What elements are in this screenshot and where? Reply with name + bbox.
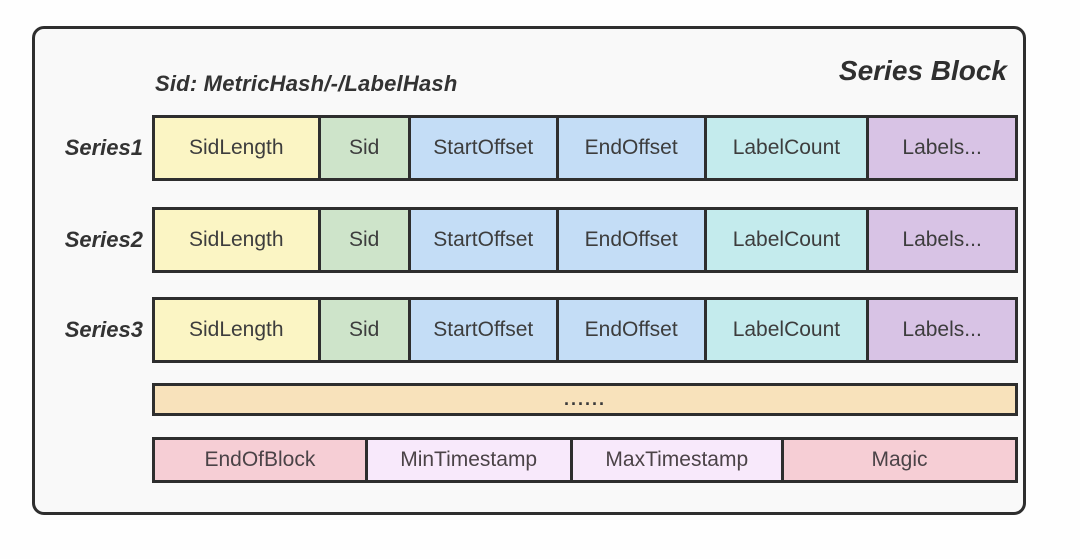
cell-labelcount: LabelCount: [703, 210, 867, 270]
cell-startoffset: StartOffset: [407, 118, 556, 178]
series-row-3: SidLength Sid StartOffset EndOffset Labe…: [152, 297, 1018, 363]
cell-labels: Labels...: [866, 118, 1015, 178]
cell-maxtimestamp: MaxTimestamp: [569, 440, 782, 480]
cell-startoffset: StartOffset: [407, 210, 556, 270]
row-label-series2: Series2: [64, 227, 143, 252]
cell-magic: Magic: [781, 440, 1015, 480]
cell-sidlength: SidLength: [155, 300, 318, 360]
series-block-frame: Sid: MetricHash/-/LabelHash Series Block…: [32, 26, 1026, 515]
cell-endofblock: EndOfBlock: [155, 440, 365, 480]
series-row-2: SidLength Sid StartOffset EndOffset Labe…: [152, 207, 1018, 273]
cell-startoffset: StartOffset: [407, 300, 556, 360]
diagram-title: Series Block: [838, 55, 1007, 86]
row-label-series3: Series3: [64, 317, 143, 342]
cell-endoffset: EndOffset: [555, 118, 704, 178]
cell-labelcount: LabelCount: [703, 118, 867, 178]
cell-labels: Labels...: [866, 300, 1015, 360]
cell-endoffset: EndOffset: [555, 210, 704, 270]
cell-mintimestamp: MinTimestamp: [364, 440, 570, 480]
cell-sidlength: SidLength: [155, 210, 318, 270]
cell-sid: Sid: [317, 210, 408, 270]
footer-row: EndOfBlock MinTimestamp MaxTimestamp Mag…: [152, 437, 1018, 483]
ellipsis-bar: ......: [152, 383, 1018, 416]
row-label-series1: Series1: [64, 135, 143, 160]
cell-sidlength: SidLength: [155, 118, 318, 178]
sid-format-note: Sid: MetricHash/-/LabelHash: [155, 71, 458, 96]
cell-endoffset: EndOffset: [555, 300, 704, 360]
cell-sid: Sid: [317, 300, 408, 360]
cell-labels: Labels...: [866, 210, 1015, 270]
cell-sid: Sid: [317, 118, 408, 178]
cell-labelcount: LabelCount: [703, 300, 867, 360]
series-row-1: SidLength Sid StartOffset EndOffset Labe…: [152, 115, 1018, 181]
